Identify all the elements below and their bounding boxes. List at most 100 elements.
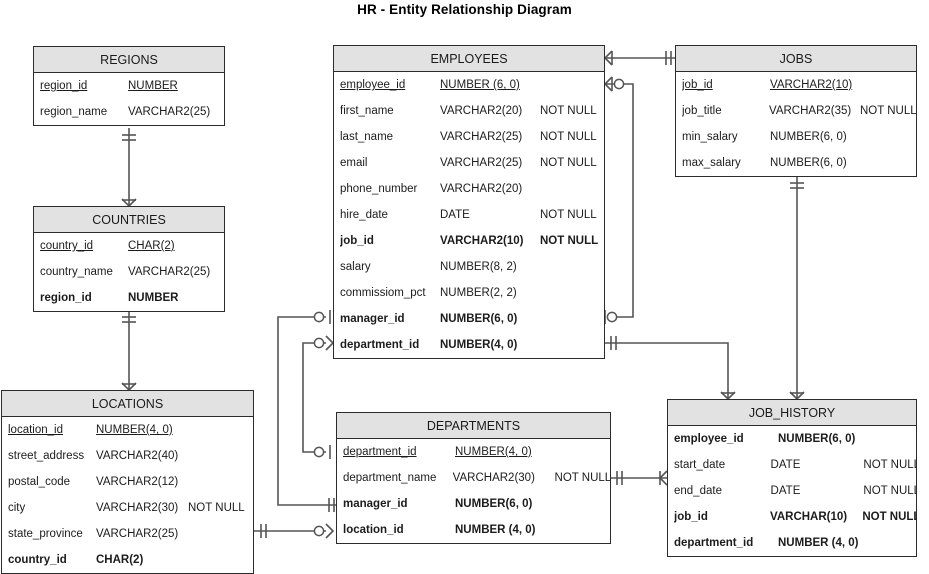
- attribute-name: min_salary: [682, 131, 738, 143]
- attribute-row[interactable]: region_id NUMBER: [34, 73, 224, 99]
- relationship-employees-job-history: [605, 336, 736, 401]
- attribute-type: VARCHAR2(12): [96, 476, 179, 488]
- attribute-type: NUMBER: [128, 80, 178, 92]
- relationship-locations-departments: [254, 523, 335, 539]
- attribute-type: NUMBER(6, 0): [455, 498, 533, 510]
- attribute-type: VARCHAR2(25): [96, 528, 179, 540]
- entity-title-locations: LOCATIONS: [2, 391, 253, 417]
- attribute-nullability: NOT NULL: [862, 511, 916, 523]
- attribute-row[interactable]: job_title VARCHAR2(35) NOT NULL: [676, 98, 916, 124]
- attribute-nullability: NOT NULL: [540, 105, 597, 117]
- attribute-type: VARCHAR2(10): [770, 79, 853, 91]
- attribute-type: NUMBER(4, 0): [96, 424, 173, 436]
- attribute-type: VARCHAR2(20): [440, 105, 523, 117]
- attribute-nullability: NOT NULL: [540, 157, 597, 169]
- attribute-name: department_id: [340, 339, 420, 351]
- page-title: HR - Entity Relationship Diagram: [357, 2, 572, 17]
- attribute-name: city: [8, 502, 26, 514]
- attribute-type: VARCHAR2(25): [440, 131, 523, 143]
- attribute-name: commissiom_pct: [340, 287, 426, 299]
- attribute-nullability: NOT NULL: [188, 502, 245, 514]
- attribute-nullability: NOT NULL: [863, 485, 916, 497]
- attribute-name: country_id: [8, 554, 67, 566]
- attribute-row[interactable]: department_id NUMBER (4, 0): [668, 530, 916, 556]
- attribute-type: CHAR(2): [96, 554, 144, 566]
- attribute-name: department_id: [674, 537, 754, 549]
- attribute-name: last_name: [340, 131, 394, 143]
- attribute-name: region_id: [40, 80, 88, 92]
- entity-title-countries: COUNTRIES: [34, 207, 224, 233]
- attribute-row[interactable]: first_name VARCHAR2(20) NOT NULL: [334, 98, 604, 124]
- attribute-type: NUMBER: [128, 292, 179, 304]
- attribute-type: VARCHAR2(25): [440, 157, 523, 169]
- attribute-nullability: NOT NULL: [859, 105, 916, 117]
- relationship-departments-job-history: [611, 470, 668, 486]
- attribute-type: VARCHAR2(40): [96, 450, 179, 462]
- attribute-type: NUMBER (4, 0): [778, 537, 859, 549]
- attribute-row[interactable]: state_province VARCHAR2(25): [2, 521, 253, 547]
- attribute-type: VARCHAR2(10): [440, 235, 524, 247]
- attribute-name: job_title: [682, 105, 722, 117]
- attribute-row[interactable]: country_id CHAR(2): [2, 547, 253, 573]
- relationship-departments-manager-employees: [277, 310, 336, 512]
- attribute-name: first_name: [340, 105, 394, 117]
- relationship-employees-departments: [302, 335, 335, 459]
- attribute-name: region_name: [40, 106, 108, 118]
- attribute-row[interactable]: last_name VARCHAR2(25) NOT NULL: [334, 124, 604, 150]
- attribute-nullability: NOT NULL: [540, 131, 597, 143]
- attribute-nullability: NOT NULL: [540, 209, 597, 221]
- attribute-row[interactable]: street_address VARCHAR2(40): [2, 443, 253, 469]
- attribute-nullability: NOT NULL: [540, 235, 599, 247]
- relationship-employees-jobs: [603, 50, 675, 66]
- attribute-type: NUMBER (4, 0): [455, 524, 536, 536]
- attribute-name: state_province: [8, 528, 83, 540]
- entity-title-job_history: JOB_HISTORY: [668, 400, 916, 426]
- attribute-row[interactable]: job_id VARCHAR(10) NOT NULL: [668, 504, 916, 530]
- attribute-type: VARCHAR(10): [770, 511, 848, 523]
- attribute-type: VARCHAR2(35): [769, 105, 852, 117]
- attribute-type: VARCHAR2(25): [128, 106, 210, 118]
- attribute-name: job_id: [674, 511, 708, 523]
- entity-title-jobs: JOBS: [676, 46, 916, 72]
- attribute-row[interactable]: region_name VARCHAR2(25): [34, 99, 224, 125]
- attribute-type: DATE: [440, 209, 470, 221]
- attribute-name: street_address: [8, 450, 85, 462]
- attribute-type: NUMBER(6, 0): [770, 157, 847, 169]
